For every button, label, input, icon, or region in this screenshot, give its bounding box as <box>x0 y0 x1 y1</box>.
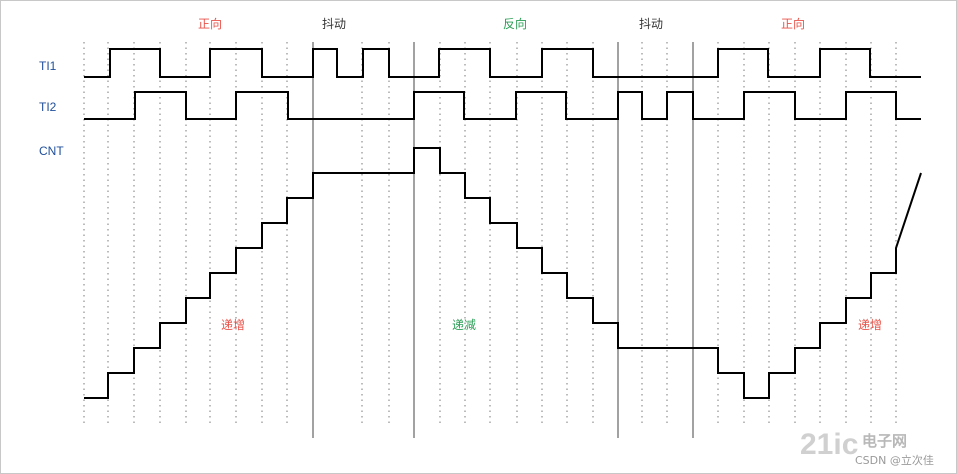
count-decrease-label: 递减 <box>452 318 477 332</box>
cnt-label: CNT <box>39 144 64 158</box>
cnt-waveform <box>84 147 922 399</box>
phase-forward-label: 正向 <box>781 17 806 31</box>
count-increase-label: 递增 <box>221 318 246 332</box>
phase-jitter-label: 抖动 <box>322 17 347 31</box>
watermark-site: 电子网 <box>862 432 908 450</box>
ti1-label: TI1 <box>39 59 57 73</box>
watermark-logo: 21ic <box>800 428 859 461</box>
ti2-waveform <box>84 91 921 120</box>
phase-jitter-label: 抖动 <box>639 17 664 31</box>
ti1-waveform <box>84 48 921 78</box>
ti2-label: TI2 <box>39 100 57 114</box>
grid-lines <box>83 42 897 425</box>
phase-reverse-label: 反向 <box>503 17 528 31</box>
phase-forward-label: 正向 <box>198 17 223 31</box>
phase-dividers <box>312 42 694 438</box>
count-increase-label: 递增 <box>858 318 883 332</box>
watermark-author: CSDN @立次佳 <box>855 454 934 467</box>
